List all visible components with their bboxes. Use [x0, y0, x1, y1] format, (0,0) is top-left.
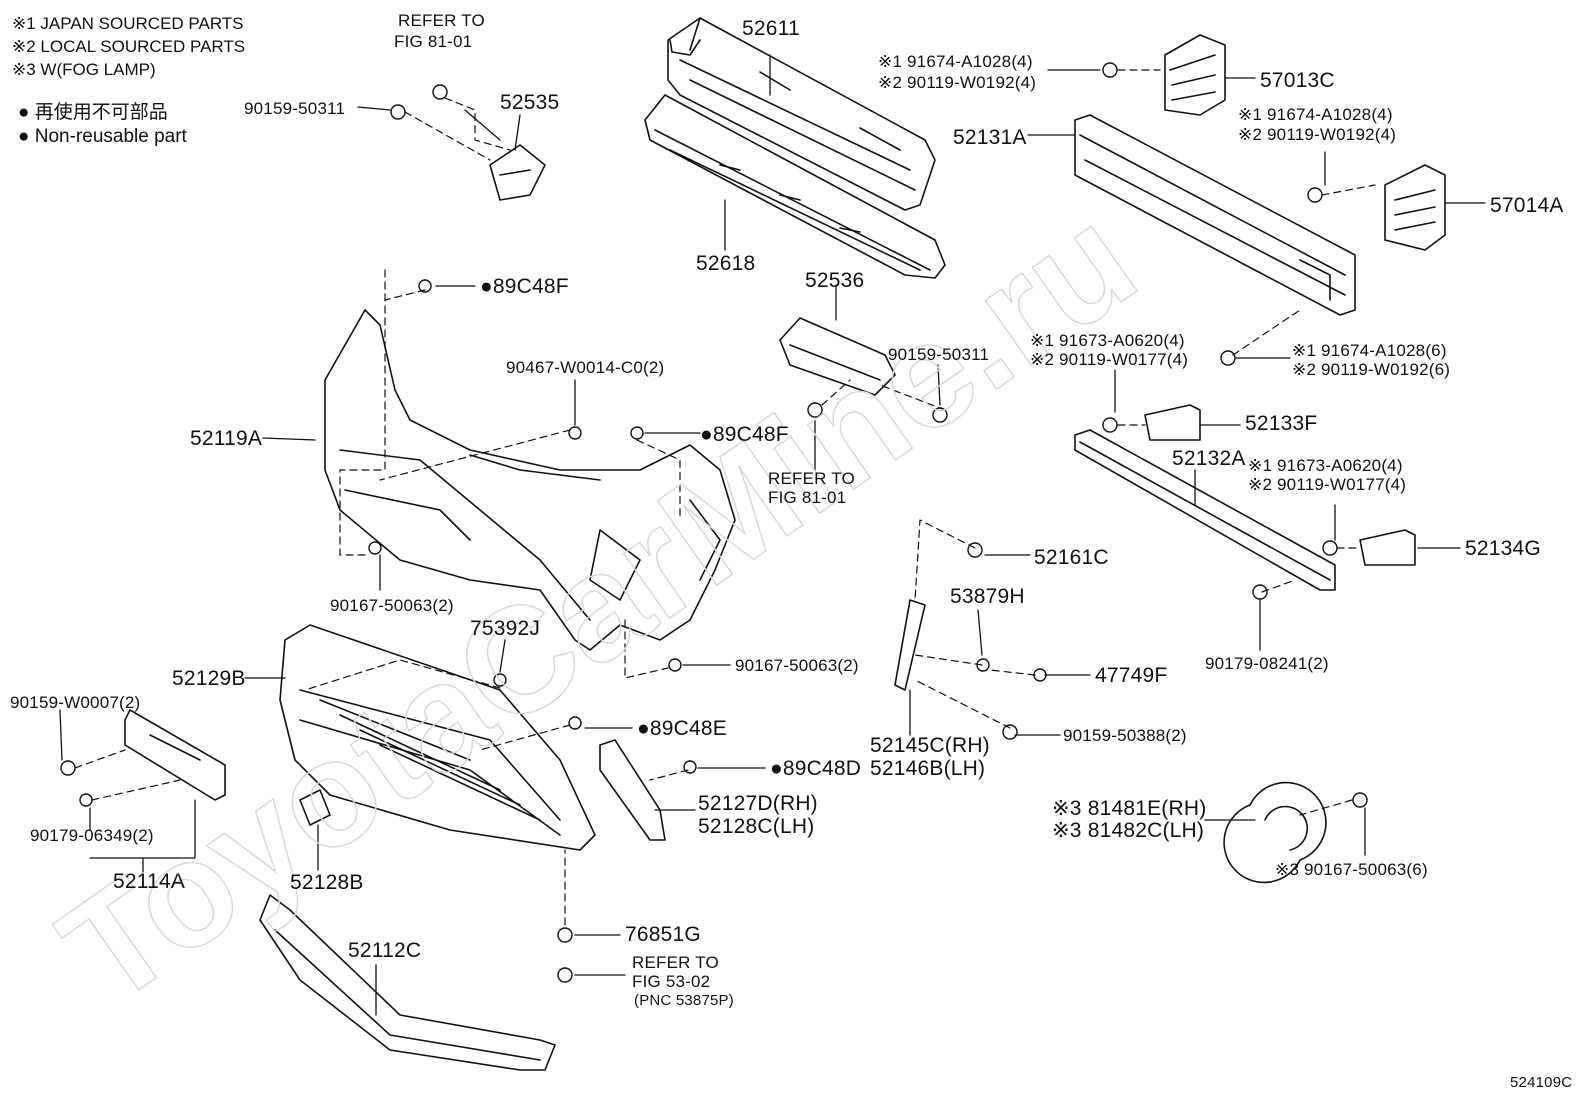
note-fog-lamp: ※3 W(FOG LAMP)	[12, 60, 156, 79]
part-52132a-reinforcement	[1074, 429, 1336, 591]
label-91673-c-1: ※1 91673-A0620(4)	[1248, 456, 1403, 475]
label-76851g: 76851G	[625, 923, 701, 946]
part-52112c-spoiler	[259, 894, 556, 1071]
label-90179-06349: 90179-06349(2)	[30, 826, 154, 845]
label-91674-b-1: ※1 91674-A1028(6)	[1292, 341, 1447, 360]
label-89c48f-a: ●89C48F	[480, 275, 569, 298]
part-57014a-bracket	[1384, 164, 1446, 251]
label-90159-50311-b: 90159-50311	[888, 345, 990, 364]
label-52129b: 52129B	[172, 667, 246, 690]
label-90179-08241: 90179-08241(2)	[1205, 654, 1329, 673]
label-52112c: 52112C	[348, 939, 422, 962]
note-non-reusable-en: ● Non-reusable part	[18, 126, 187, 147]
label-52146b-lh: 52146B(LH)	[870, 757, 986, 780]
label-refer-fig-53-02: REFER TO	[632, 953, 719, 972]
label-52131a: 52131A	[953, 126, 1027, 149]
label-pnc-53875p: (PNC 53875P)	[634, 992, 734, 1009]
label-52535: 52535	[500, 91, 560, 114]
label-53879h: 53879H	[950, 585, 1025, 608]
label-refer-fig-53-02b: FIG 53-02	[632, 972, 711, 991]
part-52611-absorber	[667, 17, 936, 211]
label-refer-fig-81-01-a: REFER TO	[398, 11, 485, 30]
part-52119a-bumper-cover	[324, 309, 736, 651]
label-52128b: 52128B	[290, 871, 364, 894]
label-89c48d: ●89C48D	[770, 757, 862, 780]
label-52127d-rh: 52127D(RH)	[698, 792, 818, 815]
label-90119-b-2: ※2 90119-W0192(6)	[1292, 360, 1451, 379]
label-90119-a-2: ※2 90119-W0177(4)	[1030, 350, 1189, 369]
label-52119a: 52119A	[190, 427, 263, 450]
label-52618: 52618	[696, 252, 756, 275]
part-52618-absorber	[644, 94, 946, 279]
label-52611: 52611	[742, 17, 800, 40]
part-52134g-bracket	[1359, 529, 1416, 566]
label-52114a: 52114A	[113, 870, 186, 893]
label-91673-a-1: ※1 91673-A0620(4)	[1030, 331, 1185, 350]
part-52536-bracket	[779, 317, 896, 396]
part-52131a-reinforcement	[1074, 114, 1356, 316]
part-52127d-garnish	[599, 739, 666, 841]
label-90467: 90467-W0014-C0(2)	[506, 358, 665, 377]
label-91674-top-1: ※1 91674-A1028(4)	[878, 52, 1033, 71]
label-52134g: 52134G	[1465, 537, 1541, 560]
part-52145c-seal	[894, 599, 926, 691]
label-52133f: 52133F	[1245, 412, 1318, 435]
label-refer-fig-81-01-b: REFER TO	[768, 469, 855, 488]
part-52129b-grille	[279, 624, 596, 851]
note-local-sourced: ※2 LOCAL SOURCED PARTS	[12, 37, 246, 56]
label-90167-50063-2b: 90167-50063(2)	[735, 656, 859, 675]
label-47749f: 47749F	[1095, 664, 1168, 687]
label-90167-50063-6: ※3 90167-50063(6)	[1275, 860, 1428, 879]
label-90119-r-2: ※2 90119-W0192(4)	[1238, 125, 1397, 144]
label-90119-top-2: ※2 90119-W0192(4)	[878, 73, 1037, 92]
label-89c48f-b: ●89C48F	[700, 423, 789, 446]
part-52535-bracket	[489, 144, 546, 201]
figure-id: 524109C	[1510, 1074, 1573, 1091]
part-52114a-bracket	[124, 709, 226, 801]
label-refer-fig-81-01-a2: FIG 81-01	[394, 32, 473, 51]
label-89c48e: ●89C48E	[637, 717, 727, 740]
part-52133f-bracket	[1144, 404, 1201, 441]
label-81482c-lh: ※3 81482C(LH)	[1052, 819, 1205, 842]
part-57013c-bracket	[1164, 34, 1226, 116]
label-91674-r-1: ※1 91674-A1028(4)	[1238, 105, 1393, 124]
label-52145c-rh: 52145C(RH)	[870, 734, 990, 757]
dashed-assembly-lines	[74, 69, 1376, 926]
label-refer-fig-81-01-b2: FIG 81-01	[768, 488, 847, 507]
label-57013c: 57013C	[1260, 69, 1335, 92]
label-90159-50388: 90159-50388(2)	[1063, 726, 1187, 745]
label-90159-50311-a: 90159-50311	[244, 99, 346, 118]
label-90119-c-2: ※2 90119-W0177(4)	[1248, 475, 1407, 494]
note-japan-sourced: ※1 JAPAN SOURCED PARTS	[12, 14, 244, 33]
label-90167-50063-2a: 90167-50063(2)	[330, 596, 454, 615]
label-75392j: 75392J	[470, 617, 541, 640]
part-52128b-cover	[299, 789, 331, 826]
label-52128c-lh: 52128C(LH)	[698, 815, 815, 838]
label-52132a: 52132A	[1172, 447, 1246, 470]
leader-lines	[59, 54, 1486, 1016]
label-90159-w0007: 90159-W0007(2)	[10, 693, 141, 712]
label-57014a: 57014A	[1490, 194, 1564, 217]
label-81481e-rh: ※3 81481E(RH)	[1052, 797, 1207, 820]
fasteners	[60, 62, 1368, 983]
note-non-reusable-jp: ● 再使用不可部品	[18, 102, 168, 123]
label-52161c: 52161C	[1034, 546, 1109, 569]
label-52536: 52536	[805, 269, 865, 292]
